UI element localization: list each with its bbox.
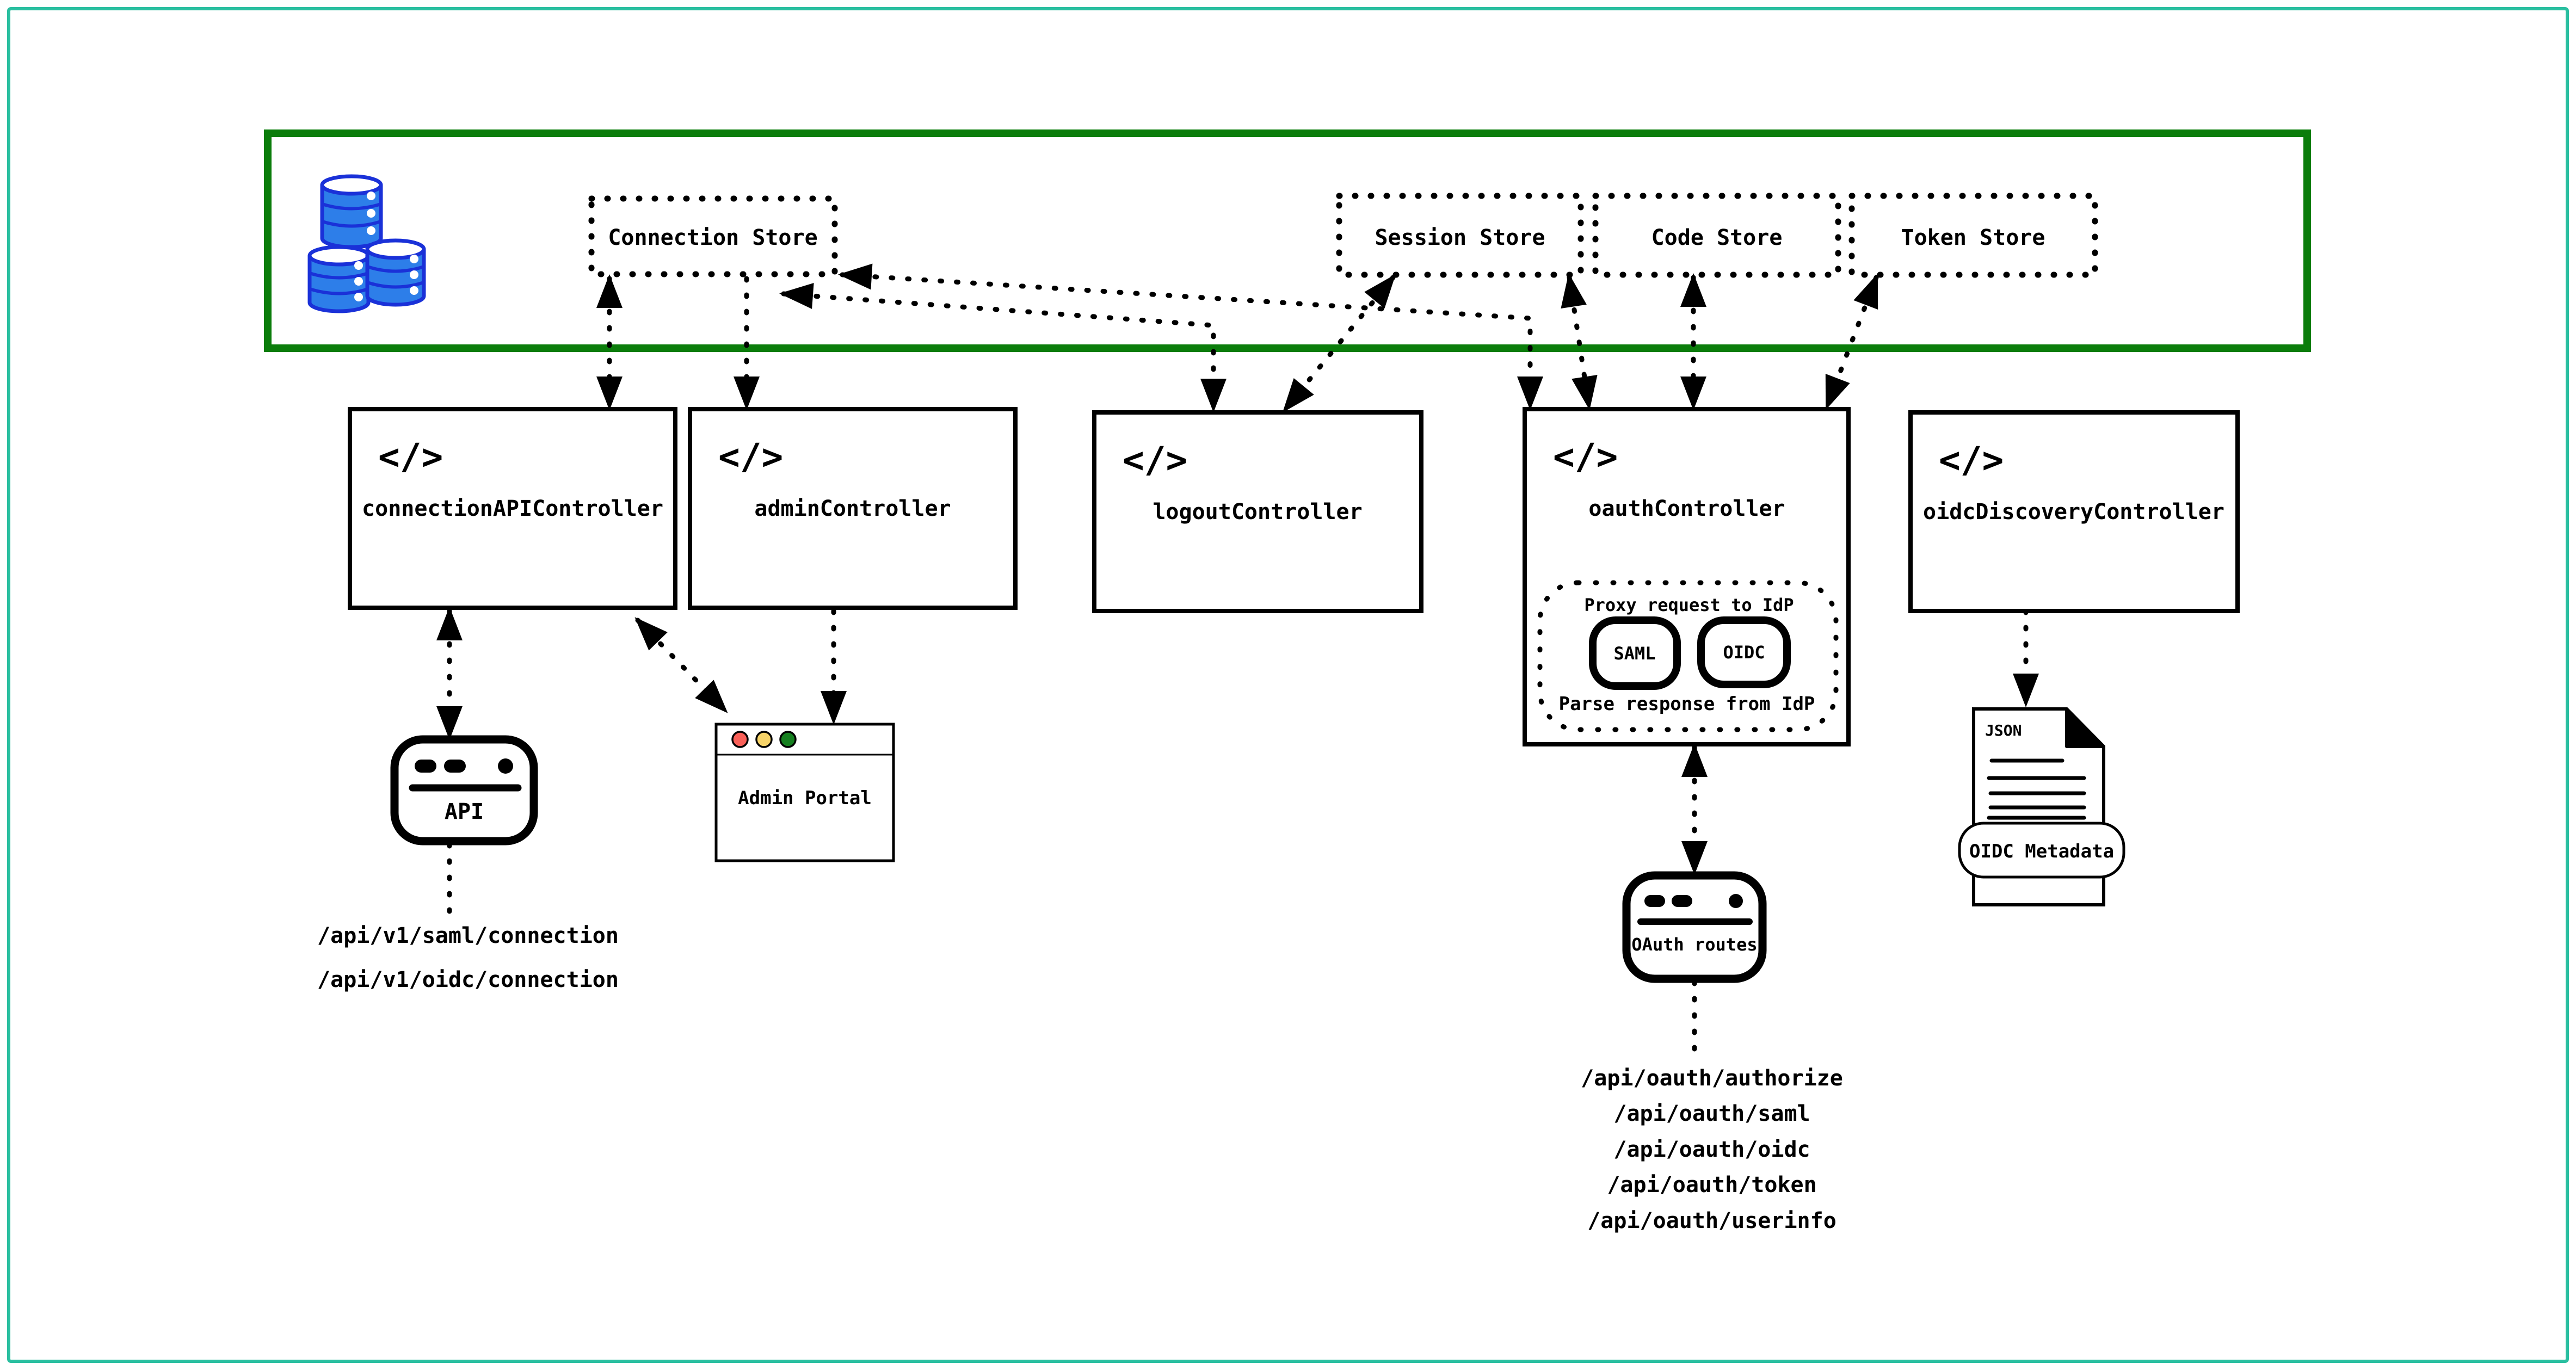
connection-api-controller-box — [348, 407, 677, 610]
admin-portal-window: Admin Portal — [714, 723, 895, 862]
connection-store-label: Connection Store — [608, 225, 817, 250]
database-barrel-top — [320, 174, 383, 249]
saml-pill — [1589, 616, 1681, 690]
oauth-controller-box — [1523, 407, 1851, 746]
api-route-list: /api/v1/saml/connection /api/v1/oidc/con… — [317, 923, 619, 992]
admin-portal-frame — [714, 723, 895, 862]
metadata-banner-label: OIDC Metadata — [1969, 841, 2114, 862]
oidc-discovery-controller-label: oidcDiscoveryController — [1923, 499, 2224, 524]
proxy-request-label: Proxy request to IdP — [1584, 595, 1794, 615]
logout-controller: </> logoutController — [1092, 410, 1423, 613]
store-boundary: Connection Store Session Store Code Stor… — [264, 129, 2311, 352]
code-icon: </> — [1123, 439, 1187, 481]
page-fold-icon — [2065, 707, 2105, 748]
admin-controller: </> adminController — [688, 407, 1018, 610]
oauth-controller-label: oauthController — [1588, 496, 1785, 521]
window-dot-icon — [444, 760, 466, 773]
token-store-box — [1848, 193, 2098, 278]
api-route: /api/v1/oidc/connection — [317, 967, 619, 992]
database-icon — [307, 174, 426, 313]
window-dot-icon — [1672, 895, 1692, 907]
admin-controller-box — [688, 407, 1018, 610]
json-type-label: JSON — [1985, 721, 2022, 739]
saml-label: SAML — [1613, 643, 1655, 664]
window-dot-icon — [1729, 894, 1743, 908]
window-dot-icon — [498, 758, 513, 774]
oauth-route: /api/oauth/authorize — [1581, 1066, 1843, 1091]
close-traffic-light-icon — [731, 731, 749, 748]
code-icon: </> — [1553, 436, 1618, 478]
edges — [436, 263, 2039, 1061]
oidc-discovery-controller-box — [1908, 410, 2240, 613]
logout-controller-label: logoutController — [1153, 499, 1362, 524]
oauth-route: /api/oauth/oidc — [1613, 1137, 1810, 1162]
code-icon: </> — [718, 436, 783, 478]
code-store: Code Store — [1592, 193, 1841, 278]
edge-connection-store-oauth-controller — [838, 263, 1543, 410]
oauth-route-list: /api/oauth/authorize /api/oauth/saml /ap… — [1581, 1066, 1843, 1233]
code-store-label: Code Store — [1651, 225, 1783, 250]
edge-session-store-oauth-controller — [1561, 273, 1598, 410]
minimize-traffic-light-icon — [755, 731, 773, 748]
oauth-routes-frame — [1622, 871, 1767, 983]
token-store-label: Token Store — [1901, 225, 2045, 250]
metadata-banner — [1958, 822, 2125, 879]
maximize-traffic-light-icon — [779, 731, 797, 748]
window-dot-icon — [1644, 895, 1665, 907]
connection-store: Connection Store — [588, 195, 838, 277]
oauth-route: /api/oauth/saml — [1613, 1101, 1810, 1126]
oauth-routes-label: OAuth routes — [1631, 934, 1757, 955]
admin-controller-label: adminController — [754, 496, 951, 521]
session-store-box — [1336, 193, 1584, 278]
session-store: Session Store — [1336, 193, 1584, 278]
api-window: API — [390, 735, 538, 846]
api-route: /api/v1/saml/connection — [317, 923, 619, 948]
oidc-label: OIDC — [1723, 642, 1765, 663]
session-store-label: Session Store — [1375, 225, 1545, 250]
oauth-route: /api/oauth/userinfo — [1587, 1208, 1837, 1233]
code-store-box — [1592, 193, 1841, 278]
connection-api-controller: </> connectionAPIController — [348, 407, 677, 610]
connection-store-box — [588, 195, 838, 277]
token-store: Token Store — [1848, 193, 2098, 278]
api-window-label: API — [445, 799, 484, 824]
oidc-pill — [1697, 616, 1791, 688]
oidc-metadata-doc: JSON OIDC Metadata — [1958, 707, 2125, 906]
admin-portal-label: Admin Portal — [738, 787, 872, 809]
window-dot-icon — [415, 760, 436, 773]
oauth-controller: </> oauthController Proxy request to IdP… — [1523, 407, 1851, 746]
idp-proxy-group: Proxy request to IdP SAML OIDC Parse res… — [1537, 580, 1839, 732]
code-icon: </> — [1939, 439, 2004, 481]
code-icon: </> — [378, 436, 443, 478]
oauth-routes-window: OAuth routes — [1622, 871, 1767, 983]
page-frame — [7, 7, 2569, 1363]
edge-connection-api-controller-admin-portal — [634, 617, 728, 713]
database-barrel-right — [365, 238, 426, 307]
idp-proxy-box — [1537, 580, 1839, 732]
parse-response-label: Parse response from IdP — [1559, 693, 1815, 715]
edge-session-store-logout-controller — [1282, 274, 1396, 413]
oidc-discovery-controller: </> oidcDiscoveryController — [1908, 410, 2240, 613]
database-barrel-left — [307, 245, 371, 313]
connection-api-controller-label: connectionAPIController — [362, 496, 663, 521]
edge-token-store-oauth-controller — [1825, 273, 1879, 410]
logout-controller-box — [1092, 410, 1423, 613]
oauth-route: /api/oauth/token — [1607, 1172, 1816, 1198]
